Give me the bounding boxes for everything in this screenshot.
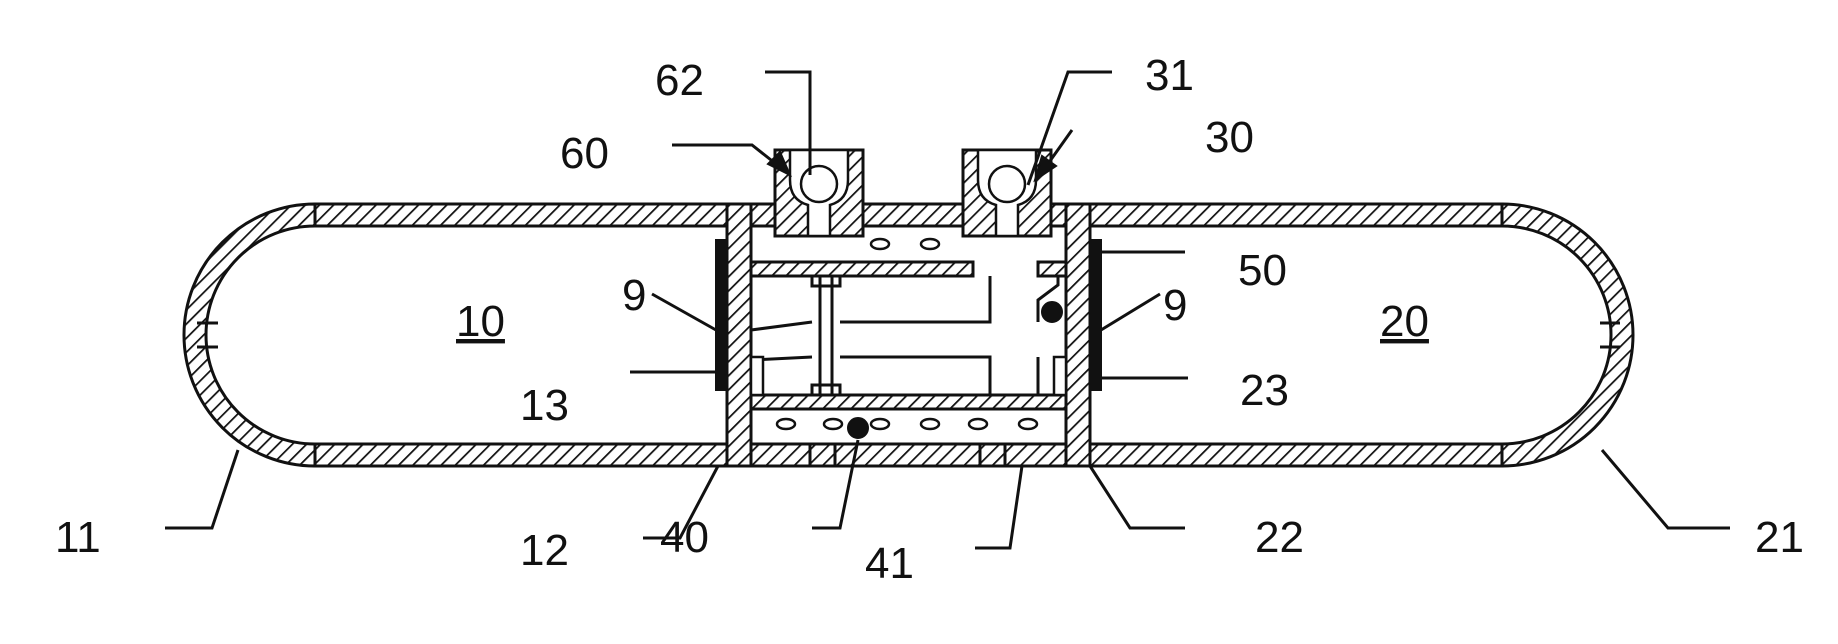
block-bottom-plate — [751, 444, 1066, 466]
ref-41: 41 — [865, 539, 914, 588]
membrane-left — [716, 240, 725, 390]
upper-inner-plate-right — [1038, 262, 1066, 276]
check-ball-50 — [1042, 302, 1062, 322]
check-ball-41 — [848, 418, 868, 438]
ref-9-right: 9 — [1163, 281, 1187, 330]
valve-30 — [963, 150, 1051, 236]
internal-channel — [751, 276, 1058, 395]
region-label-10: 10 — [456, 297, 505, 346]
ref-31: 31 — [1145, 51, 1194, 100]
region-label-20: 20 — [1380, 297, 1429, 346]
right-partition — [1066, 204, 1090, 466]
top-wall-left — [315, 204, 727, 226]
valve-60 — [775, 150, 863, 236]
ref-62: 62 — [655, 56, 704, 105]
ref-23: 23 — [1240, 366, 1289, 415]
membrane-right — [1092, 240, 1101, 390]
ref-50: 50 — [1238, 246, 1287, 295]
ref-9-left: 9 — [622, 271, 646, 320]
ref-30: 30 — [1205, 113, 1254, 162]
spool-stem — [820, 276, 832, 395]
left-partition — [727, 204, 751, 466]
ref-12: 12 — [520, 526, 569, 575]
valve-block — [727, 204, 1090, 466]
ref-13: 13 — [520, 381, 569, 430]
right-end-cap — [1502, 204, 1633, 466]
leader-lines — [165, 72, 1730, 548]
ref-40: 40 — [660, 513, 709, 562]
ref-11: 11 — [55, 513, 101, 562]
top-wall-right — [1090, 204, 1502, 226]
lower-channel-plate — [751, 395, 1066, 409]
ref-22: 22 — [1255, 513, 1304, 562]
bottom-wall-right — [1090, 444, 1502, 466]
ref-21: 21 — [1755, 513, 1804, 562]
left-end-cap — [184, 204, 315, 466]
upper-inner-plate — [751, 262, 973, 276]
bottom-wall-left — [315, 444, 727, 466]
ref-60: 60 — [560, 129, 609, 178]
